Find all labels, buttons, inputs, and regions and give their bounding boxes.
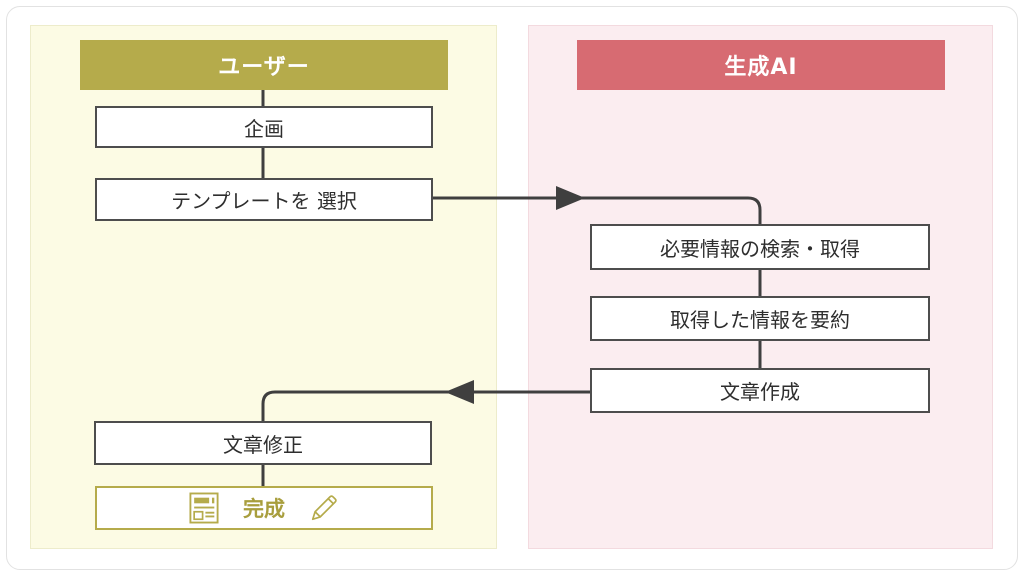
- step-box-plan: 企画: [95, 106, 433, 148]
- step-box-select-template: テンプレートを 選択: [95, 178, 433, 221]
- step-box-summarize-info: 取得した情報を要約: [590, 296, 930, 341]
- step-box-done: 完成: [95, 486, 433, 530]
- step-box-search-info: 必要情報の検索・取得: [590, 224, 930, 270]
- step-label-search-info: 必要情報の検索・取得: [660, 236, 860, 261]
- user-lane-panel: [30, 25, 497, 549]
- ai-lane-title: 生成AI: [724, 55, 798, 80]
- step-label-revise-text: 文章修正: [223, 432, 303, 457]
- newspaper-document-icon: [189, 492, 219, 524]
- step-label-plan: 企画: [244, 116, 284, 141]
- ai-lane-header: 生成AI: [577, 40, 945, 90]
- user-lane-title: ユーザー: [218, 55, 310, 80]
- ai-lane-panel: [528, 25, 993, 549]
- pencil-icon: [309, 493, 339, 523]
- step-box-revise-text: 文章修正: [94, 421, 432, 465]
- step-label-done: 完成: [243, 497, 285, 521]
- step-label-select-template: テンプレートを 選択: [171, 189, 357, 213]
- step-box-write-text: 文章作成: [590, 368, 930, 413]
- step-label-summarize-info: 取得した情報を要約: [670, 308, 850, 332]
- user-lane-header: ユーザー: [80, 40, 448, 90]
- step-label-write-text: 文章作成: [720, 380, 800, 404]
